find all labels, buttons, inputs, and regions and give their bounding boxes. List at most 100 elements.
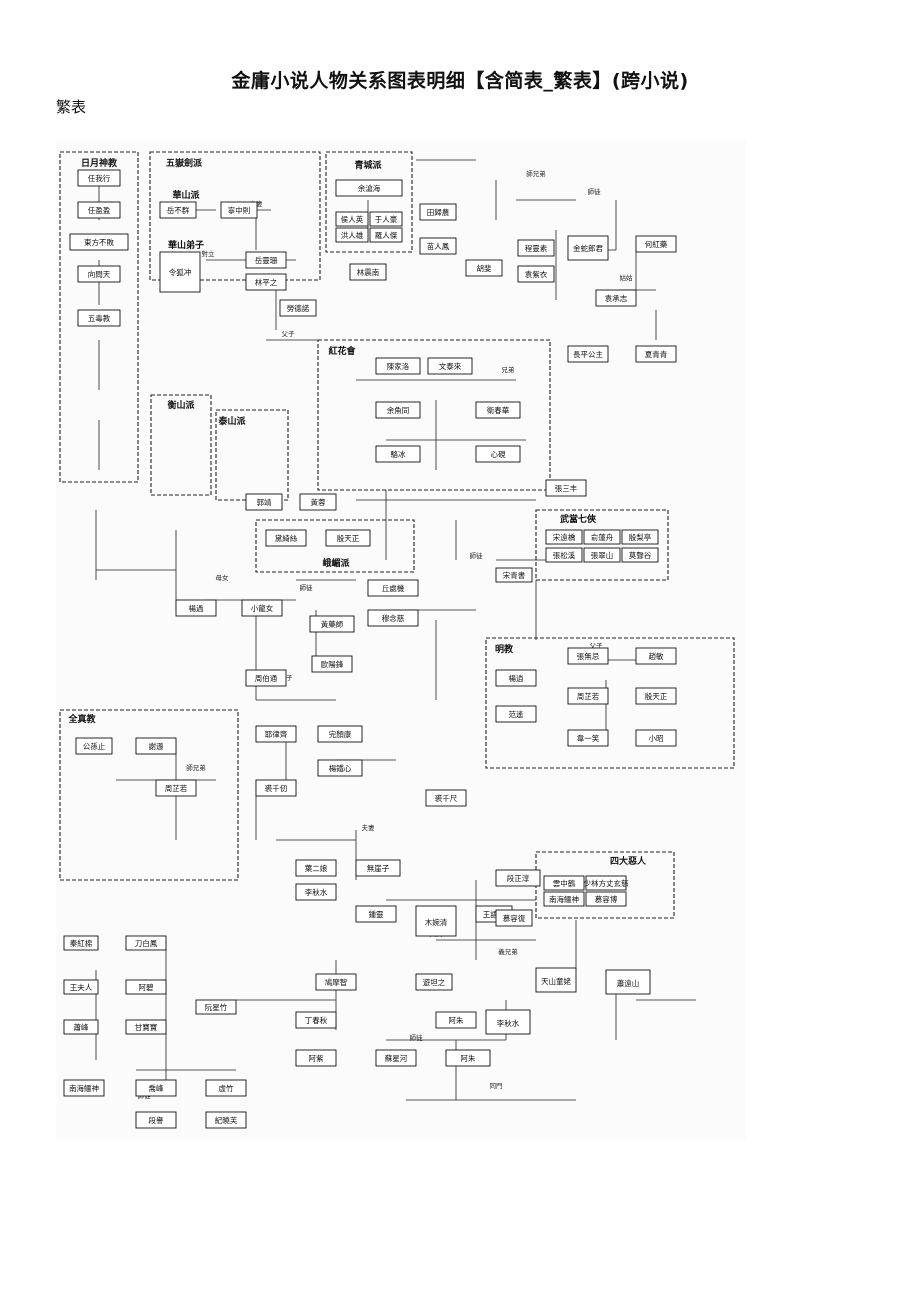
char-box <box>375 1049 417 1067</box>
char-name: 蕭峰 <box>74 1022 89 1032</box>
svg-text:父子: 父子 <box>282 330 296 338</box>
char-box <box>495 909 533 927</box>
char-name: 南海鱷神 <box>549 894 579 904</box>
svg-text:師徒: 師徒 <box>410 1033 424 1042</box>
page-title: 金庸小说人物关系图表明细【含简表_繁表】(跨小说) <box>231 70 689 92</box>
svg-text:兄弟: 兄弟 <box>502 365 515 374</box>
char-box <box>635 235 677 253</box>
char-box <box>595 289 637 307</box>
char-name: 殷天正 <box>645 691 668 701</box>
char-box <box>567 729 609 747</box>
char-name: 虛竹 <box>219 1083 234 1093</box>
char-box <box>309 615 355 633</box>
char-name: 袁紫衣 <box>525 269 548 279</box>
char-box <box>375 357 421 375</box>
char-box <box>135 1111 177 1129</box>
char-box <box>195 999 237 1015</box>
char-name: 謝遜 <box>149 741 164 751</box>
svg-text:師徒: 師徒 <box>588 187 602 196</box>
group-label-qingcheng: 青城派 <box>354 159 382 171</box>
char-box <box>369 227 403 243</box>
char-name: 侯人英 <box>341 214 364 224</box>
char-name: 紀曉芙 <box>215 1115 238 1125</box>
char-box <box>245 273 287 291</box>
char-name: 蕭遠山 <box>617 978 640 988</box>
char-box <box>77 309 121 327</box>
char-name: 段譽 <box>149 1115 164 1125</box>
char-box <box>299 493 337 511</box>
char-name: 阿朱 <box>449 1015 464 1025</box>
char-name: 慕容復 <box>503 913 526 923</box>
svg-text:姑姑: 姑姑 <box>620 273 634 282</box>
char-name: 殷梨亭 <box>629 532 652 542</box>
char-box <box>75 737 113 755</box>
char-name: 五毒教 <box>88 313 111 323</box>
char-name: 趙敏 <box>649 651 664 661</box>
char-box <box>621 529 659 545</box>
char-name: 莫聲谷 <box>629 550 652 560</box>
char-name: 宋青書 <box>503 570 526 580</box>
char-name: 楊逍 <box>509 673 524 683</box>
char-name: 余滄海 <box>358 183 381 193</box>
char-name: 于人豪 <box>375 214 398 224</box>
char-name: 任盈盈 <box>88 205 111 215</box>
char-box <box>567 235 609 261</box>
group-label-honghuahui: 紅花會 <box>328 345 356 357</box>
char-name: 羅人傑 <box>375 230 398 240</box>
group-label-wuyue: 五嶽劍派 <box>166 157 203 169</box>
char-name: 東方不敗 <box>84 237 114 247</box>
char-name: 甘寶寶 <box>135 1022 158 1032</box>
char-name: 岳不群 <box>167 205 190 215</box>
char-name: 勞德諾 <box>287 303 310 313</box>
char-name: 苗人鳳 <box>427 242 450 251</box>
char-name: 李秋水 <box>305 887 328 897</box>
group-frame-emei <box>255 519 415 573</box>
char-name: 余魚同 <box>387 405 410 415</box>
char-name: 金蛇郎君 <box>573 243 603 253</box>
char-box <box>495 705 537 723</box>
char-box <box>543 891 585 907</box>
char-name: 王語嫣 <box>483 909 506 919</box>
char-name: 郭靖 <box>257 497 272 507</box>
char-box <box>635 729 677 747</box>
char-name: 天山童姥 <box>541 976 571 986</box>
char-name: 黛綺絲 <box>275 533 298 543</box>
char-box <box>605 969 651 995</box>
char-name: 黃蓉 <box>311 497 326 507</box>
char-box <box>635 687 677 705</box>
char-box <box>435 1011 477 1029</box>
relationship-chart: 日月神教 五嶽劍派 華山派 華山弟子 青城派 衡山派 泰山派 紅花會 武當七俠 … <box>56 140 746 1140</box>
char-name: 喬峰 <box>149 1083 164 1093</box>
char-box <box>415 905 457 937</box>
char-name: 張松溪 <box>553 550 576 560</box>
char-box <box>367 609 419 627</box>
char-name: 木婉清 <box>425 917 448 927</box>
char-name: 李秋水 <box>497 1018 520 1028</box>
char-box <box>465 259 503 277</box>
svg-text:夫妻: 夫妻 <box>362 823 376 832</box>
char-box <box>265 529 307 547</box>
group-frame-wudang <box>535 509 669 581</box>
group-label-emei: 峨嵋派 <box>322 557 350 569</box>
char-box <box>205 1079 247 1097</box>
char-name: 穆念慈 <box>382 613 405 623</box>
char-box <box>545 547 583 563</box>
char-name: 向問天 <box>88 269 111 279</box>
char-name: 阿紫 <box>309 1054 324 1063</box>
char-box <box>135 737 177 755</box>
char-name: 小龍女 <box>251 603 274 613</box>
char-name: 鳩摩智 <box>325 977 348 987</box>
char-name: 段正淳 <box>507 873 530 883</box>
char-box <box>125 1019 167 1035</box>
group-frame-qingcheng <box>325 151 413 253</box>
group-frame-hengshan <box>150 394 212 496</box>
char-name: 韋一笑 <box>577 733 600 743</box>
group-label-huashan: 華山派 <box>172 189 200 201</box>
char-box <box>159 201 197 219</box>
char-box <box>175 599 217 617</box>
char-box <box>295 859 337 877</box>
char-box <box>63 935 99 951</box>
char-box <box>545 479 587 497</box>
group-label-taishan: 泰山派 <box>217 415 246 427</box>
group-frame-honghuahui <box>317 339 551 491</box>
